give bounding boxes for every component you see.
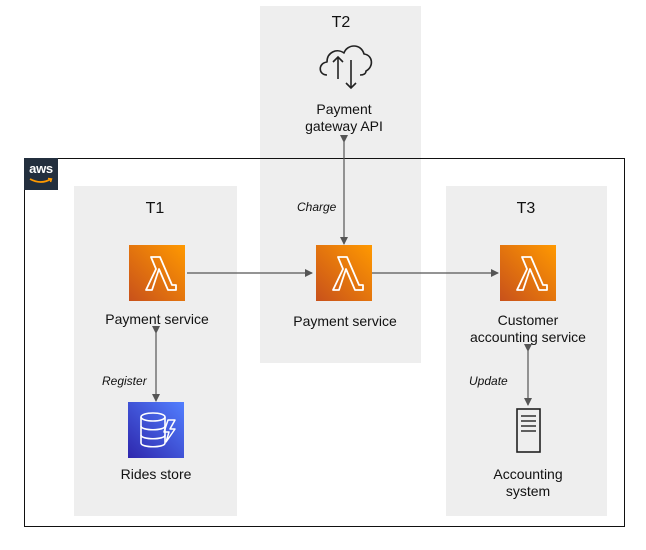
edge-label-register: Register <box>102 374 147 388</box>
zone-title-t3: T3 <box>516 200 536 217</box>
payment-service-t1-label: Payment service <box>105 311 209 327</box>
edge-label-update: Update <box>469 374 508 388</box>
customer-accounting-label: Customer accounting service <box>458 312 598 346</box>
rides-store-label: Rides store <box>120 466 192 482</box>
lambda-icon <box>500 245 556 301</box>
payment-gateway-line1: Payment <box>316 101 372 117</box>
aws-logo: aws <box>24 158 58 190</box>
aws-cloud-boundary <box>24 158 625 527</box>
payment-gateway-label: Payment gateway API <box>284 101 404 135</box>
payment-service-t2-label: Payment service <box>293 313 397 329</box>
edge-label-charge: Charge <box>297 200 337 214</box>
lambda-icon <box>129 245 185 301</box>
customer-accounting-line2: accounting service <box>470 329 586 345</box>
zone-title-t1: T1 <box>145 200 165 217</box>
dynamodb-icon <box>128 402 184 458</box>
accounting-system-line1: Accounting <box>493 466 563 482</box>
aws-smile-icon <box>29 177 53 183</box>
zone-title-t2: T2 <box>331 14 351 31</box>
accounting-system-label: Accounting system <box>466 466 590 500</box>
aws-logo-text: aws <box>29 161 53 176</box>
customer-accounting-line1: Customer <box>497 312 559 328</box>
accounting-system-line2: system <box>505 483 551 499</box>
payment-gateway-line2: gateway API <box>305 118 383 134</box>
lambda-icon <box>316 245 372 301</box>
